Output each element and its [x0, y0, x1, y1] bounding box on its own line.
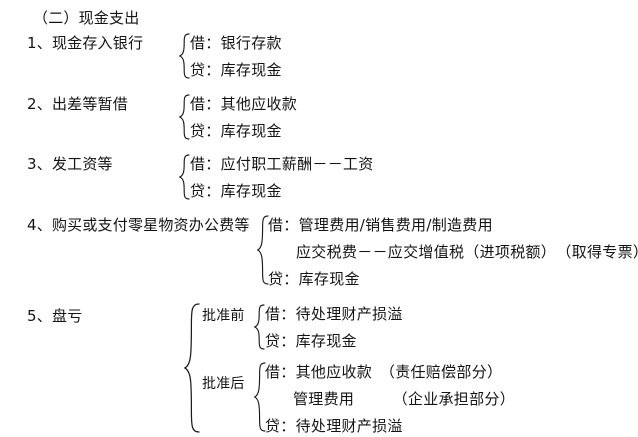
section-2-entry-credit: 贷：库存现金 — [190, 122, 282, 140]
section-2-entry-debit: 借：其他应收款 — [190, 95, 298, 113]
section-1-entry-debit: 借：银行存款 — [190, 34, 282, 52]
section-4-brace-icon — [256, 215, 270, 285]
section-5-outer-brace-icon — [183, 303, 201, 433]
section-5-branch-2-entry-credit: 贷：待处理财产损溢 — [265, 417, 403, 435]
page-title: （二）现金支出 — [33, 9, 140, 27]
section-1-brace-icon — [178, 33, 191, 79]
section-5-branch-1-entry-debit: 借：待处理财产损溢 — [265, 305, 403, 323]
section-5-branch-2-brace-icon — [253, 362, 267, 432]
section-2-label: 2、出差等暂借 — [27, 95, 128, 113]
section-5-label: 5、盘亏 — [27, 307, 83, 325]
section-3-label: 3、发工资等 — [27, 155, 113, 173]
section-3-entry-debit: 借：应付职工薪酬－－工资 — [190, 155, 374, 173]
section-5-branch-1-entry-credit: 贷：库存现金 — [265, 332, 357, 350]
section-5-branch-2-entry-debit-2: 管理费用 （企业承担部分） — [293, 390, 516, 408]
section-3-brace-icon — [178, 154, 191, 200]
section-5-branch-2-label: 批准后 — [202, 376, 245, 392]
section-4-entry-credit: 贷：库存现金 — [268, 270, 360, 288]
section-1-entry-credit: 贷：库存现金 — [190, 61, 282, 79]
section-4-label: 4、购买或支付零星物资办公费等 — [27, 216, 250, 234]
section-2-brace-icon — [178, 94, 191, 140]
section-4-entry-debit-1: 借：管理费用/销售费用/制造费用 — [268, 216, 493, 234]
section-5-branch-1-brace-icon — [253, 304, 266, 350]
section-4-entry-debit-2: 应交税费－－应交增值税（进项税额） （取得专票） — [296, 243, 638, 261]
section-3-entry-credit: 贷：库存现金 — [190, 182, 282, 200]
section-5-branch-2-entry-debit-1: 借：其他应收款 （责任赔偿部分） — [265, 363, 503, 381]
section-1-label: 1、现金存入银行 — [27, 34, 144, 52]
section-5-branch-1-label: 批准前 — [202, 308, 245, 324]
